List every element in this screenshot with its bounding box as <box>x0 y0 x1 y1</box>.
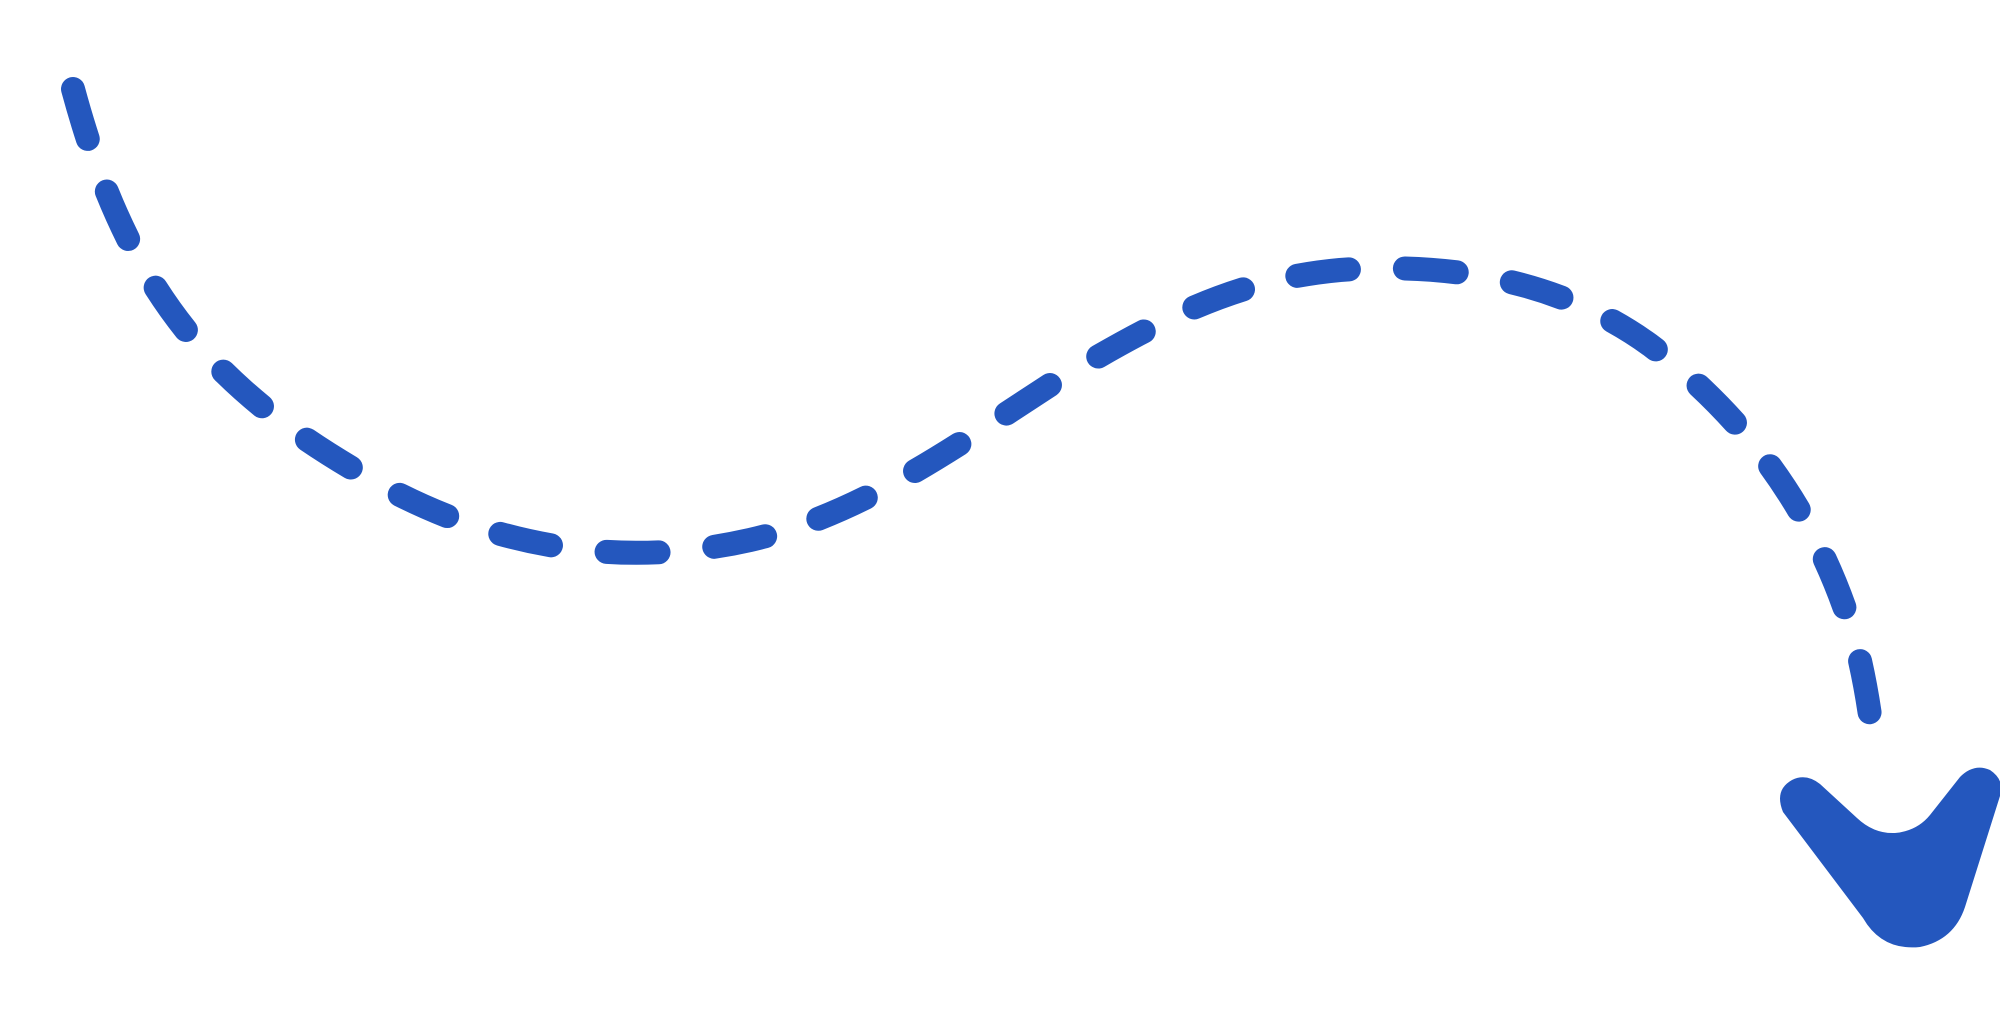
arrowhead-icon <box>1780 767 2000 948</box>
dashed-curve-path <box>61 77 1887 772</box>
